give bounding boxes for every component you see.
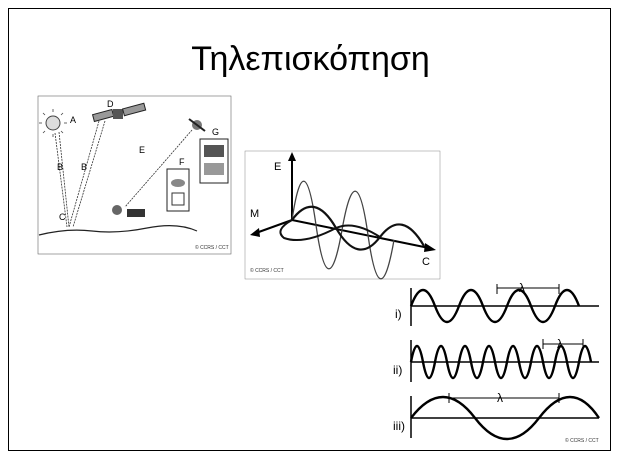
row-label-ii: ii)	[393, 363, 402, 377]
label-b1: B	[57, 162, 63, 172]
ground-station-icon	[112, 205, 145, 217]
label-c: C	[59, 212, 66, 222]
wave-i	[409, 288, 581, 324]
label-b2: B	[81, 162, 87, 172]
processing-box	[166, 168, 190, 212]
sun-icon	[39, 109, 67, 137]
relay-satellite-icon	[188, 118, 206, 132]
row-label-iii: iii)	[393, 419, 405, 433]
lambda-iii: λ	[497, 391, 503, 405]
row-label-i: i)	[395, 307, 402, 321]
label-m: M	[250, 208, 259, 220]
lambda-i: λ	[519, 281, 525, 295]
label-c: C	[422, 256, 430, 268]
label-e: E	[274, 161, 281, 173]
electric-wave	[291, 180, 395, 280]
em-wave-diagram: E M C © CCRS / CCT	[244, 150, 441, 280]
remote-sensing-svg: A B B C D E F G © CCRS / CCT	[37, 95, 232, 255]
magnetic-wave	[291, 205, 425, 251]
wavelength-svg: i) λ ii) λ iii) λ © CCRS / CCT	[393, 281, 600, 444]
label-a: A	[70, 115, 76, 125]
lambda-ii: λ	[557, 337, 563, 351]
wave-iii	[410, 395, 600, 441]
credit-text: © CCRS / CCT	[565, 437, 599, 444]
wavelength-diagram: i) λ ii) λ iii) λ © CCRS / CCT	[393, 276, 607, 446]
application-box	[199, 138, 229, 184]
label-g: G	[212, 127, 219, 137]
remote-sensing-diagram: A B B C D E F G © CCRS / CCT	[37, 95, 232, 255]
em-wave-svg: E M C © CCRS / CCT	[244, 150, 441, 280]
label-f: F	[179, 157, 185, 167]
slide-title: Τηλεπισκόπηση	[191, 40, 430, 78]
satellite-icon	[91, 102, 147, 123]
label-d: D	[107, 99, 114, 109]
credit-text: © CCRS / CCT	[195, 244, 229, 251]
label-e: E	[139, 145, 145, 155]
wave-ii	[409, 344, 593, 380]
credit-text: © CCRS / CCT	[250, 267, 284, 274]
